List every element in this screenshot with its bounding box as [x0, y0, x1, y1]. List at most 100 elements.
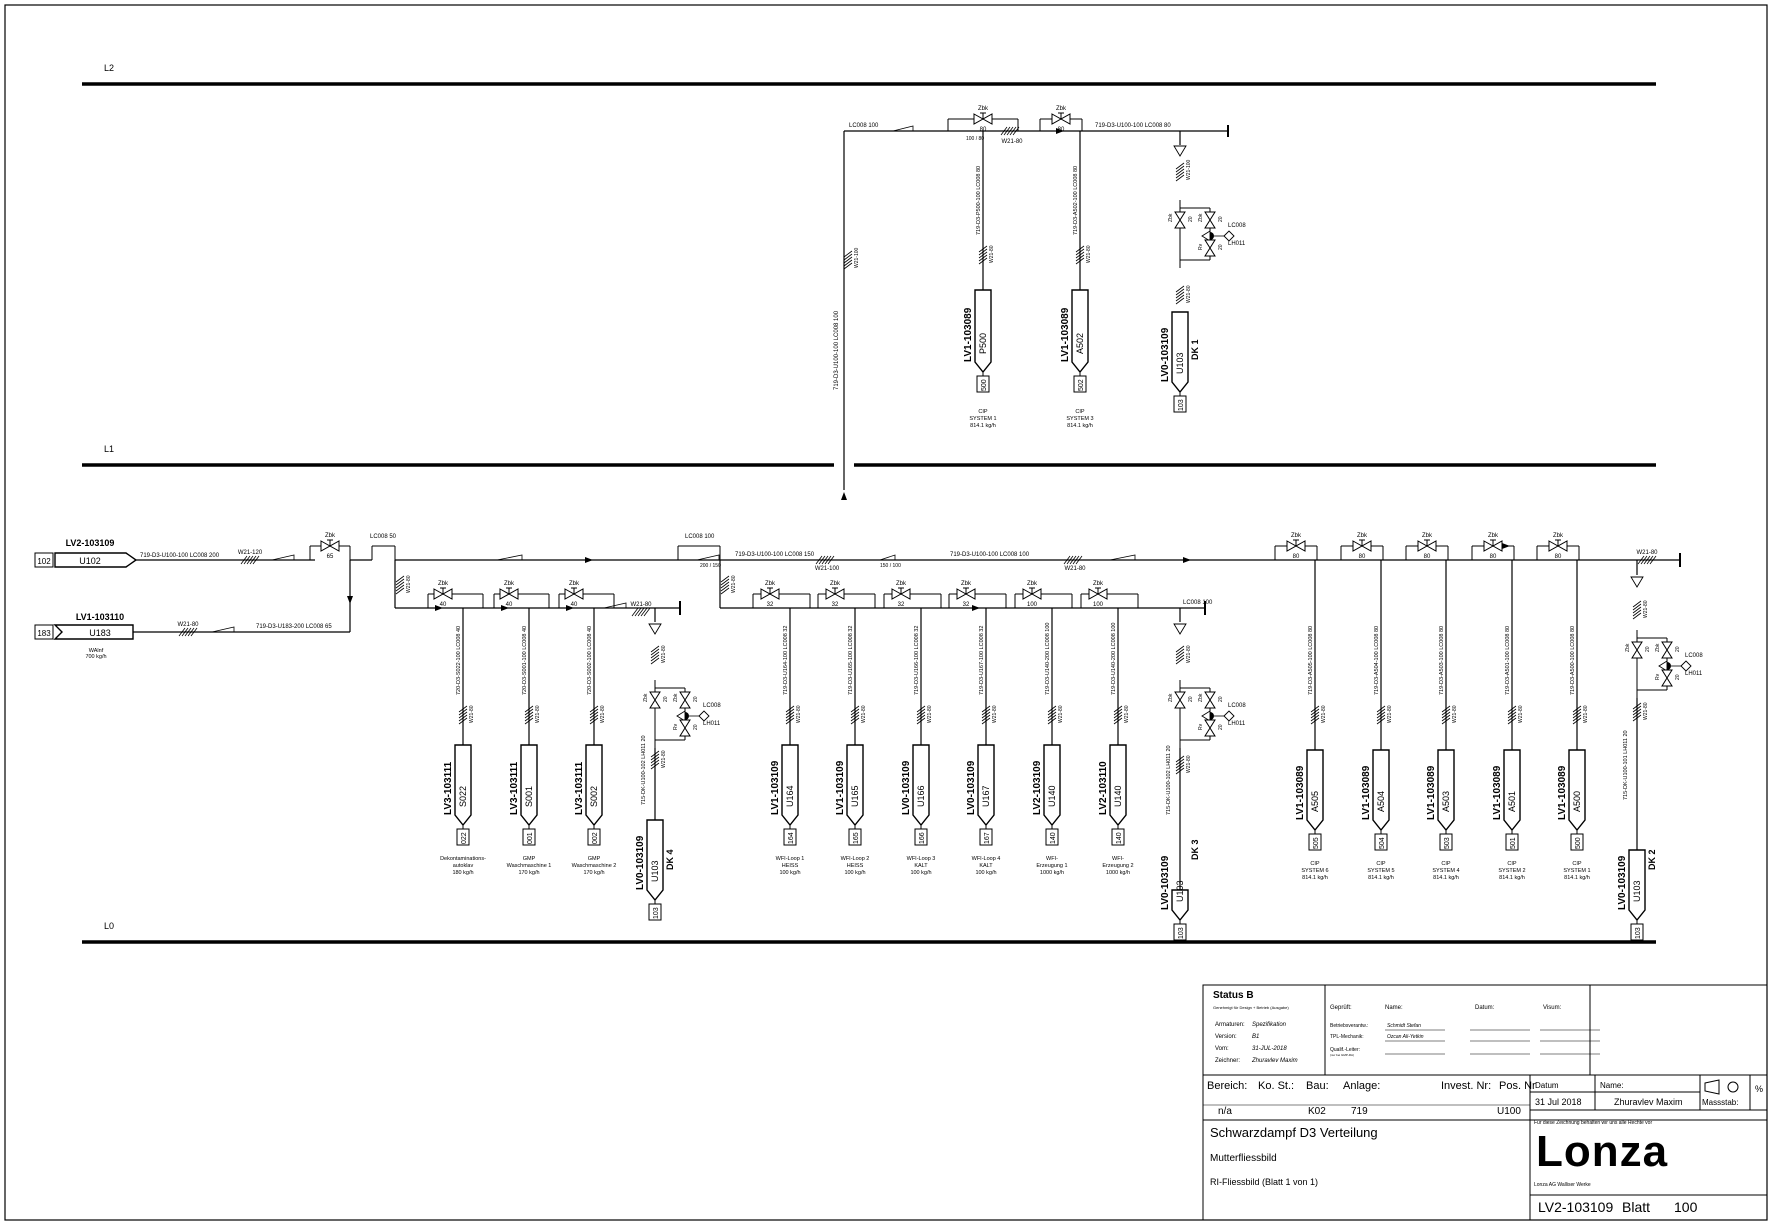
hatch: [240, 555, 248, 565]
connector-code: S022: [458, 786, 468, 807]
connector-tag: LV1-103089: [1557, 765, 1568, 820]
insulation-mark: W21-80: [458, 705, 475, 725]
hatch: [843, 262, 853, 270]
hatch: [981, 708, 991, 716]
hatch: [981, 717, 991, 725]
drawing-border: [4, 4, 1768, 1221]
insulation-label: W21-80: [1636, 550, 1658, 556]
label: 719-D3-U100-100 LC008 200: [140, 553, 220, 559]
consumer-desc: CIP: [1572, 861, 1582, 867]
label: 719-D3-A503-100 LC008 80: [1439, 626, 1445, 695]
role-tpl-value: Ozcan Ali-Yetkin: [1387, 1034, 1424, 1040]
hatch: [1507, 714, 1517, 722]
flow-arrow-icon: [585, 557, 593, 563]
connector-code: U167: [981, 785, 991, 807]
doc-number: LV2-103109: [1538, 1199, 1614, 1215]
connector-code: A502: [1075, 333, 1085, 354]
label: DK 1: [1190, 339, 1200, 360]
hatch: [395, 575, 405, 583]
insulation-label: W21-80: [600, 705, 606, 723]
hatch: [395, 578, 405, 586]
valve-label: Zbk: [961, 581, 972, 587]
level-diamond-icon: [1680, 660, 1692, 672]
label: WAlnf: [89, 648, 104, 654]
zeichner-label: Zeichner:: [1215, 1058, 1241, 1064]
valve-dn: 20: [1218, 696, 1224, 702]
hatch: [981, 705, 991, 713]
consumer-desc: Waschmaschine 2: [572, 863, 617, 869]
connector-tag: LV1-103109: [770, 760, 781, 815]
hatch: [524, 714, 534, 722]
consumer-desc: WFI-: [1046, 856, 1058, 862]
valve-body: [1661, 641, 1673, 659]
hatch: [818, 555, 826, 565]
hatch: [1632, 714, 1642, 722]
hatch: [650, 750, 660, 758]
hatch: [720, 578, 730, 586]
hatch: [850, 705, 860, 713]
hatch: [1075, 555, 1083, 565]
hatch: [184, 627, 192, 637]
hatch: [785, 705, 795, 713]
connector-id: 503: [1444, 837, 1451, 849]
outlet-code: U183: [89, 628, 111, 638]
level-diamond-icon: [1223, 230, 1235, 242]
hatch: [916, 705, 926, 713]
label: SYSTEM 1: [969, 416, 996, 422]
hatch: [978, 248, 988, 256]
connector-code: A504: [1376, 791, 1386, 812]
insulation-mark: W21-80: [1075, 245, 1092, 265]
flow-arrow-icon: [1183, 557, 1191, 563]
valve-dn: 20: [1675, 674, 1681, 680]
insulation-mark: W21-80: [177, 622, 199, 637]
hatch: [981, 711, 991, 719]
connector-body: [1071, 289, 1089, 374]
consumer-desc: 100 kg/h: [779, 870, 800, 876]
trap-lc: LC008: [1685, 653, 1703, 659]
connector-id: 505: [1313, 837, 1320, 849]
hatch: [650, 648, 660, 656]
slope-icon: [603, 602, 627, 609]
valve-label: Zbk: [1056, 106, 1067, 112]
hatch: [243, 555, 251, 565]
hatch: [815, 555, 823, 565]
hatch: [524, 705, 534, 713]
hatch: [1572, 705, 1582, 713]
hatch: [1376, 705, 1386, 713]
drawing-sheet: RI-Fliessbild (Blatt 1 von 1): [1210, 1177, 1319, 1187]
connector-body: [585, 744, 603, 827]
level-label: L2: [104, 63, 114, 73]
hatch: [1441, 714, 1451, 722]
hatch: [1175, 288, 1185, 296]
rights-note: Für diese Zeichnung behalten wir uns all…: [1534, 1120, 1653, 1126]
connector-body: [1109, 744, 1127, 827]
connector-id: 103: [1178, 927, 1185, 939]
label: 715-DK-U100-101 LH011 20: [1623, 730, 1629, 800]
hatch: [1069, 555, 1077, 565]
valve-dn: 20: [693, 696, 699, 702]
hatch: [395, 581, 405, 589]
valve-label: Zbk: [1357, 533, 1368, 539]
consumer-desc: 180 kg/h: [452, 870, 473, 876]
insulation-label: W21-100: [1186, 159, 1192, 180]
armaturen-label: Armaturen:: [1215, 1022, 1245, 1028]
hatch: [1175, 764, 1185, 772]
insulation-label: W21-80: [1186, 285, 1192, 303]
insulation-label: W21-80: [535, 705, 541, 723]
label: W21-80: [1064, 566, 1086, 572]
label: 719-D3-U167-100 LC008 32: [979, 626, 985, 695]
hatch: [1572, 708, 1582, 716]
label: 719-D3-A504-100 LC008 80: [1374, 626, 1380, 695]
funnel-icon: [648, 623, 662, 635]
label: SYSTEM 3: [1066, 416, 1093, 422]
